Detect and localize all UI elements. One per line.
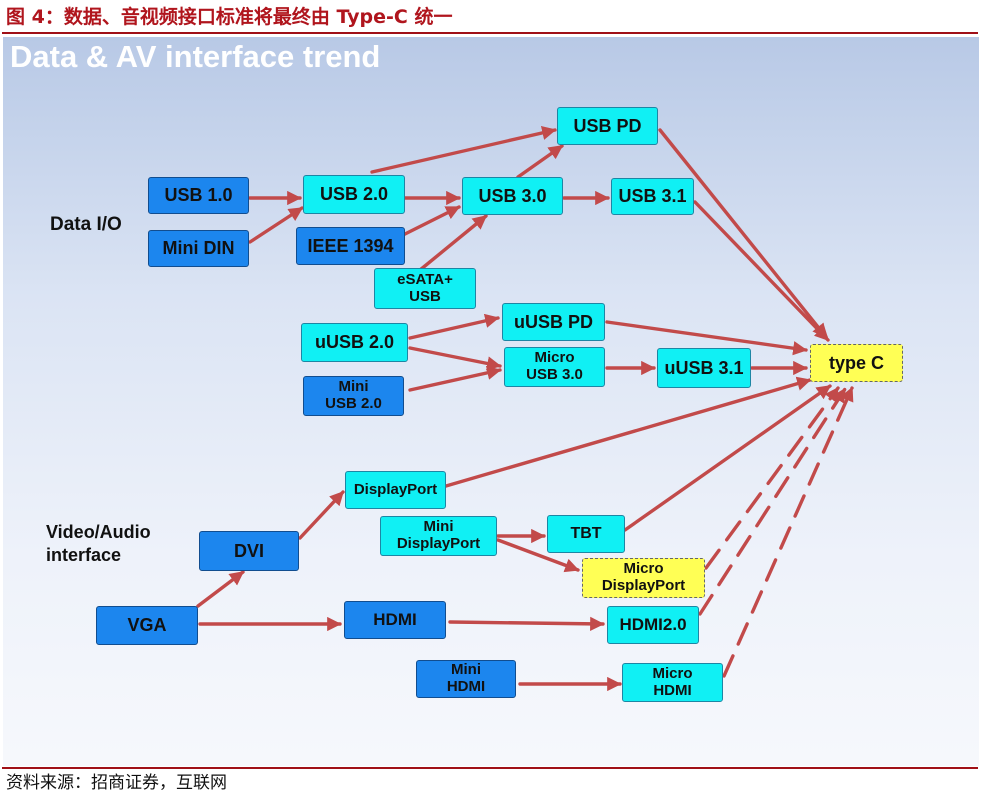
node-usb-1-0: USB 1.0: [148, 177, 249, 214]
node-esata-usb: eSATA+USB: [374, 268, 476, 309]
figure-caption: 图 4：数据、音视频接口标准将最终由 Type-C 统一: [6, 6, 453, 28]
dashed-arrow-microhdmi-typec: [722, 386, 854, 678]
arrow-miniusb-microusb30: [408, 365, 502, 392]
node-usb-2-0: USB 2.0: [303, 175, 405, 214]
arrow-usbpd-typec: [658, 128, 828, 339]
arrow-uusbpd-typec: [605, 320, 808, 356]
arrow-usb30-usbpd: [516, 144, 564, 179]
diagram-title: Data & AV interface trend: [10, 39, 381, 74]
dashed-arrow-microdp-typec: [704, 386, 840, 570]
arrow-uusb20-uusbpd: [408, 313, 500, 340]
arrow-hdmi-hdmi2: [448, 616, 605, 631]
node-hdmi-2-0: HDMI2.0: [607, 606, 699, 644]
group-label-video-audio-line1: Video/Audio: [46, 522, 151, 542]
group-label-data-io: Data I/O: [50, 214, 122, 235]
node-tbt: TBT: [547, 515, 625, 553]
arrow-vga-dvi: [196, 570, 245, 608]
dashed-arrow-hdmi2-typec: [698, 387, 847, 616]
node-hdmi: HDMI: [344, 601, 446, 639]
node-uusb-3-1: uUSB 3.1: [657, 348, 751, 388]
node-dvi: DVI: [199, 531, 299, 571]
caption-rule: [2, 32, 978, 34]
node-vga: VGA: [96, 606, 198, 645]
group-label-video-audio-line2: interface: [46, 545, 122, 565]
node-uusb-pd: uUSB PD: [502, 303, 605, 341]
node-usb-3-1: USB 3.1: [611, 178, 694, 215]
node-ieee-1394: IEEE 1394: [296, 227, 405, 265]
arrow-esata-usb30: [418, 214, 488, 272]
arrow-uusb20-microusb30: [408, 346, 502, 371]
node-usb-3-0: USB 3.0: [462, 177, 563, 215]
arrow-usb20-usbpd: [370, 125, 557, 174]
node-mini-din: Mini DIN: [148, 230, 249, 267]
arrow-usb31-typec: [693, 200, 830, 342]
arrow-minidin-usb20: [248, 206, 304, 244]
source-note: 资料来源：招商证券，互联网: [6, 773, 227, 793]
node-displayport: DisplayPort: [345, 471, 446, 509]
arrow-tbt-typec: [623, 384, 832, 532]
node-type-c: type C: [810, 344, 903, 382]
source-rule: [2, 767, 978, 769]
node-usb-pd: USB PD: [557, 107, 658, 145]
arrow-dvi-dp: [298, 490, 345, 540]
arrow-dp-typec: [444, 376, 812, 488]
arrow-minidp-microdp: [496, 538, 580, 573]
node-uusb-2-0: uUSB 2.0: [301, 323, 408, 362]
